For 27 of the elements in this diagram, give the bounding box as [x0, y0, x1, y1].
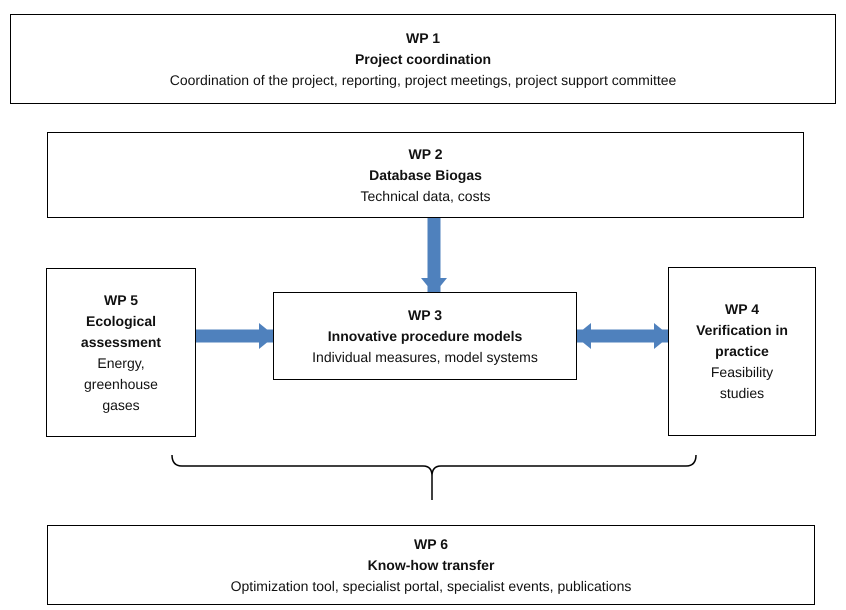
- wp-number: WP 3: [408, 306, 442, 324]
- wp-number: WP 4: [725, 300, 759, 319]
- work-package-box: [47, 525, 815, 605]
- wp-number: WP 6: [414, 534, 448, 554]
- work-package-box: [668, 267, 816, 436]
- wp-description: Optimization tool, specialist portal, specialist events, publications: [230, 576, 632, 596]
- wp-description: Coordination of the project, reporting, project meetings, project support committee: [170, 70, 676, 90]
- work-package-box: [273, 292, 577, 380]
- wp-title: Ecological assessment: [80, 312, 162, 352]
- work-package-box: [46, 268, 196, 437]
- block-arrow: [421, 218, 447, 294]
- work-package-box: [10, 14, 836, 104]
- wp-number: WP 2: [408, 144, 442, 164]
- wp-description: Feasibility studies: [710, 363, 774, 403]
- wp-title: Know-how transfer: [368, 556, 494, 574]
- wp-number: WP 5: [104, 290, 138, 310]
- wp-title: Database Biogas: [369, 166, 482, 185]
- wp-description: Technical data, costs: [360, 186, 490, 206]
- block-arrow: [575, 323, 670, 349]
- wp-title: Verification in practice: [695, 321, 789, 361]
- wp-title: Project coordination: [354, 50, 492, 69]
- wp-description: Individual measures, model systems: [312, 348, 538, 367]
- wp-description: Energy, greenhouse gases: [83, 354, 159, 415]
- block-arrow: [196, 323, 275, 349]
- work-package-box: [47, 132, 804, 218]
- wp-title: Innovative procedure models: [328, 326, 522, 346]
- wp-number: WP 1: [406, 28, 440, 48]
